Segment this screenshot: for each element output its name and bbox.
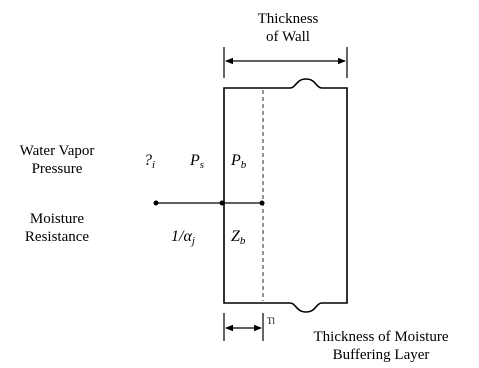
thickness-of-wall-line1: Thickness [257,11,319,27]
symbol-p-i-main: ? [144,152,152,169]
thickness-of-wall-line2: of Wall [266,29,310,45]
symbol-resistance-surface-sub: j [191,235,195,247]
buffering-layer-label: Thickness of Moisture Buffering Layer [292,328,470,364]
node-buffer [259,200,265,206]
symbol-p-b-sub: b [240,159,247,171]
moisture-resistance-line2: Resistance [24,229,90,245]
symbol-p-i-sub: i [152,159,156,171]
node-surface [219,200,225,206]
moisture-resistance-label: Moisture Resistance [2,210,112,246]
symbol-p-b: Pb [231,152,246,174]
symbol-p-s-main: P [190,152,200,169]
symbol-p-s-sub: s [199,159,205,171]
symbol-resistance-surface: 1/αj [171,228,195,250]
symbol-p-s: Ps [190,152,204,174]
symbol-z-b-main: Z [231,228,240,245]
buffering-layer-line1: Thickness of Moisture [313,329,449,345]
buffering-layer-line2: Buffering Layer [332,347,430,363]
water-vapor-line1: Water Vapor [19,143,95,159]
water-vapor-line2: Pressure [31,161,83,177]
wall-outline [223,78,348,313]
thickness-of-wall-label: Thickness of Wall [240,10,336,46]
symbol-p-b-main: P [231,152,241,169]
water-vapor-pressure-label: Water Vapor Pressure [2,142,112,178]
symbol-resistance-surface-main: 1/α [171,228,192,245]
node-inside [153,200,159,206]
symbol-p-i: ?i [144,152,155,174]
symbol-z-b: Zb [231,228,245,250]
thickness-mark-symbol: Tl [267,316,275,326]
symbol-z-b-sub: b [239,235,246,247]
moisture-resistance-line1: Moisture [29,211,85,227]
